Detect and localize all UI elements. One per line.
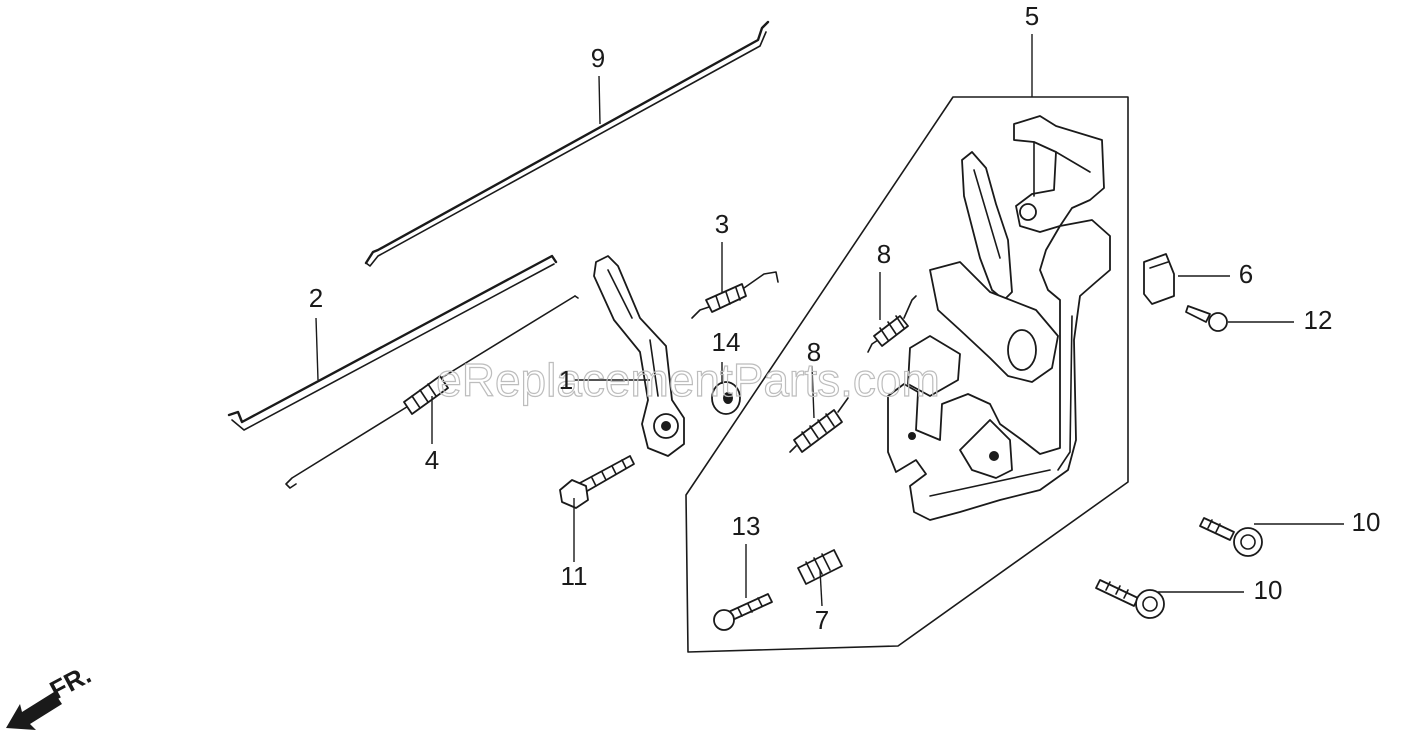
label-part-3: 3 xyxy=(715,209,729,239)
label-part-8-upper: 8 xyxy=(877,239,891,269)
label-part-5: 5 xyxy=(1025,1,1039,31)
label-part-14: 14 xyxy=(712,327,741,357)
part-12-screw xyxy=(1185,305,1228,332)
part-14-collar xyxy=(711,381,741,415)
label-part-12: 12 xyxy=(1304,305,1333,335)
label-part-2: 2 xyxy=(309,283,323,313)
label-part-8-lower: 8 xyxy=(807,337,821,367)
part-4-spring-rod xyxy=(285,295,579,489)
label-part-6: 6 xyxy=(1239,259,1253,289)
label-part-7: 7 xyxy=(815,605,829,635)
part-labels: 9 2 3 4 5 6 12 8 8 1 14 11 13 7 10 10 xyxy=(309,1,1381,635)
part-11-bolt xyxy=(559,455,635,509)
part-1-lever xyxy=(593,255,685,457)
front-direction-indicator: FR. xyxy=(6,659,96,730)
watermark: eReplacementParts.com xyxy=(436,354,940,406)
label-part-1: 1 xyxy=(559,365,573,395)
part-10-lower-bolt xyxy=(1095,579,1165,619)
part-10-upper-bolt xyxy=(1199,517,1263,557)
part-13-bolt xyxy=(713,593,773,631)
part-6-clip xyxy=(1143,253,1175,305)
leader-lines xyxy=(315,34,1344,607)
part-8-upper-spring xyxy=(867,295,917,353)
label-part-11: 11 xyxy=(561,561,588,591)
label-part-4: 4 xyxy=(425,445,439,475)
part-7-spring xyxy=(797,549,843,585)
label-part-9: 9 xyxy=(591,43,605,73)
part-5-group-outline xyxy=(685,96,1129,653)
label-part-10-lower: 10 xyxy=(1254,575,1283,605)
arrow-icon xyxy=(6,692,62,730)
part-3-spring xyxy=(691,271,779,319)
part-8-lower-spring xyxy=(789,397,849,453)
label-part-13: 13 xyxy=(732,511,761,541)
label-part-10-upper: 10 xyxy=(1352,507,1381,537)
part-5-control-bracket xyxy=(887,115,1111,521)
part-9-rod xyxy=(364,20,770,267)
part-2-rod xyxy=(227,254,558,431)
